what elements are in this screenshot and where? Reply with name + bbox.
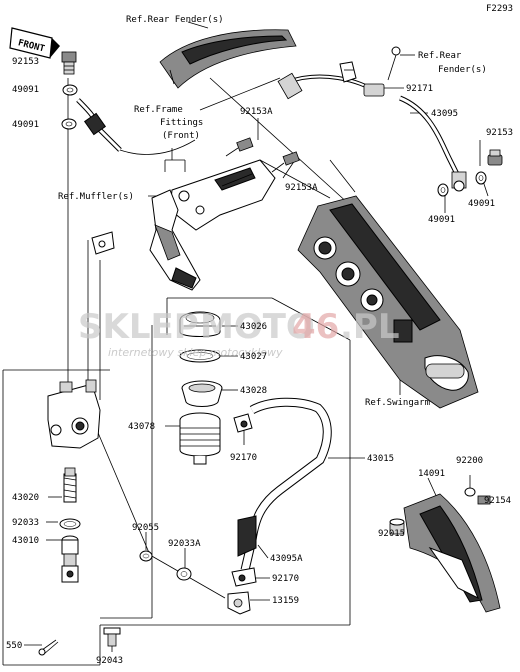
ref-rear-fender-right-2: Fender(s) [438,65,487,75]
part-label: 92154 [484,496,511,506]
ref-frame-fittings-1: Ref.Frame [134,105,183,115]
bolt-92153-left [61,51,77,75]
hose-clamp-92171 [339,61,385,97]
figure-code: F2293 [486,4,513,14]
part-label: 49091 [468,199,495,209]
frame-fitting-bracket [169,159,276,231]
o-ring-92055 [139,550,153,562]
bolt-icon [387,46,401,81]
bolt-92154 [477,495,491,505]
rear-fender-ref [159,29,297,89]
part-label: 43028 [240,386,267,396]
part-label: 92033 [12,518,39,528]
bolt-92153A-mid [271,151,300,173]
svg-text:.PL: .PL [340,307,400,347]
muffler-bracket [149,189,201,291]
part-label: 92200 [456,456,483,466]
watermark: SKLEP MOTO 46 .PL internetowy sklep moto… [78,307,400,359]
svg-text:SKLEP: SKLEP [78,307,199,347]
clevis-pin-92043 [103,627,121,647]
washer-49091-center [437,183,449,197]
swingarm-ref [297,195,479,409]
part-label: 43026 [240,322,267,332]
master-cylinder-body [47,379,101,449]
part-label: 13159 [272,596,299,606]
ref-frame-fittings-2: Fittings [160,118,203,128]
reservoir-cap-43026 [179,311,221,337]
clamp-92170-b [231,567,257,587]
front-arrow-icon: FRONT [9,27,60,59]
part-label: 49091 [12,85,39,95]
circlip-92033 [59,518,81,530]
ref-swingarm: Ref.Swingarm [365,398,430,408]
reservoir-43078 [179,412,221,465]
part-label: 43095A [270,554,303,564]
part-label: 49091 [12,120,39,130]
clip-92033A [176,567,192,581]
part-label: 92170 [230,453,257,463]
washer-49091-a [62,84,78,96]
part-label: 43015 [367,454,394,464]
diaphragm-43028 [181,380,223,407]
ref-muffler: Ref.Muffler(s) [58,192,134,202]
washer-92200 [464,487,476,497]
svg-text:46: 46 [292,307,339,347]
washer-49091-b [61,118,77,130]
guard-cover-14091 [403,493,501,613]
part-label: 92153A [240,107,273,117]
part-label: 92153 [486,128,513,138]
part-label: 92033A [168,539,201,549]
ref-rear-fender-top: Ref.Rear Fender(s) [126,15,224,25]
bolt-92153A-top [225,137,254,157]
svg-text:internetowy sklep motocyklowy: internetowy sklep motocyklowy [108,346,283,359]
part-label: 92043 [96,656,123,666]
ref-rear-fender-right-1: Ref.Rear [418,51,462,61]
part-label: 92153 [12,57,39,67]
part-label: 92055 [132,523,159,533]
elbow-fitting-13159 [227,591,251,615]
part-label: 43027 [240,352,267,362]
part-label: 43095 [431,109,458,119]
ref-frame-fittings-3: (Front) [162,131,200,141]
svg-text:MOTO: MOTO [200,307,315,347]
banjo-fitting [76,98,196,155]
part-label: 14091 [418,469,445,479]
washer-49091-right [475,171,487,185]
bolt-92153-right [487,149,503,166]
part-label: 92171 [406,84,433,94]
part-label: 92015 [378,529,405,539]
part-label: 550 [6,641,22,651]
reservoir-hose-43095A [237,397,332,572]
part-label: 43010 [12,536,39,546]
mount-tab [91,231,115,255]
pushrod-43010 [61,535,79,583]
part-label: 43078 [128,422,155,432]
cotter-pin-550 [38,639,59,656]
part-label: 92153A [285,183,318,193]
clamp-92170-a [233,413,253,433]
collar-92015 [389,518,405,535]
part-label: 43020 [12,493,39,503]
part-label: 49091 [428,215,455,225]
plate-43027 [179,349,221,363]
spring-43020 [63,467,77,503]
part-label: 92170 [272,574,299,584]
